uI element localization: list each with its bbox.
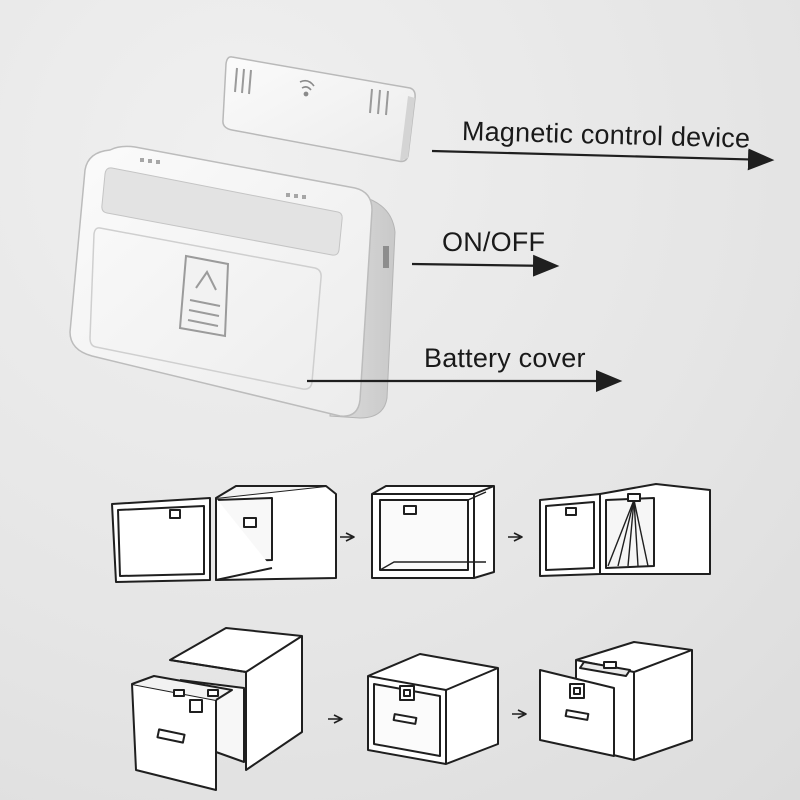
drawer-open-sensor-triggered — [539, 641, 693, 761]
door-open-mounting — [111, 485, 337, 583]
magnet-part-icon — [169, 509, 181, 519]
on-off-arrow — [411, 254, 560, 277]
on-off-label: ON/OFF — [442, 227, 546, 257]
sensor-part-icon — [189, 699, 203, 713]
main-sensor-unit — [69, 145, 396, 419]
drawer-open-mounting — [131, 627, 303, 791]
step-arrow-icon — [340, 532, 355, 542]
door-open-sensor-triggered — [539, 483, 711, 577]
magnetic-device-arrow — [431, 148, 775, 171]
sensor-light-beam — [607, 499, 649, 567]
battery-cover-label: Battery cover — [424, 343, 586, 373]
magnetic-control-device — [222, 56, 416, 163]
step-arrow-icon — [512, 709, 527, 719]
callout-arrows — [307, 148, 775, 392]
door-closed-box — [371, 485, 495, 579]
drawer-installation-sequence — [131, 627, 693, 791]
sensor-part-icon — [243, 517, 257, 528]
step-arrow-icon — [328, 714, 343, 724]
battery-cover-slide-icon — [178, 254, 230, 338]
wireless-symbol-icon — [299, 79, 315, 97]
on-off-switch — [383, 246, 389, 268]
door-installation-sequence — [111, 483, 711, 583]
drawer-closed-box — [367, 653, 499, 765]
step-arrow-icon — [508, 532, 523, 542]
